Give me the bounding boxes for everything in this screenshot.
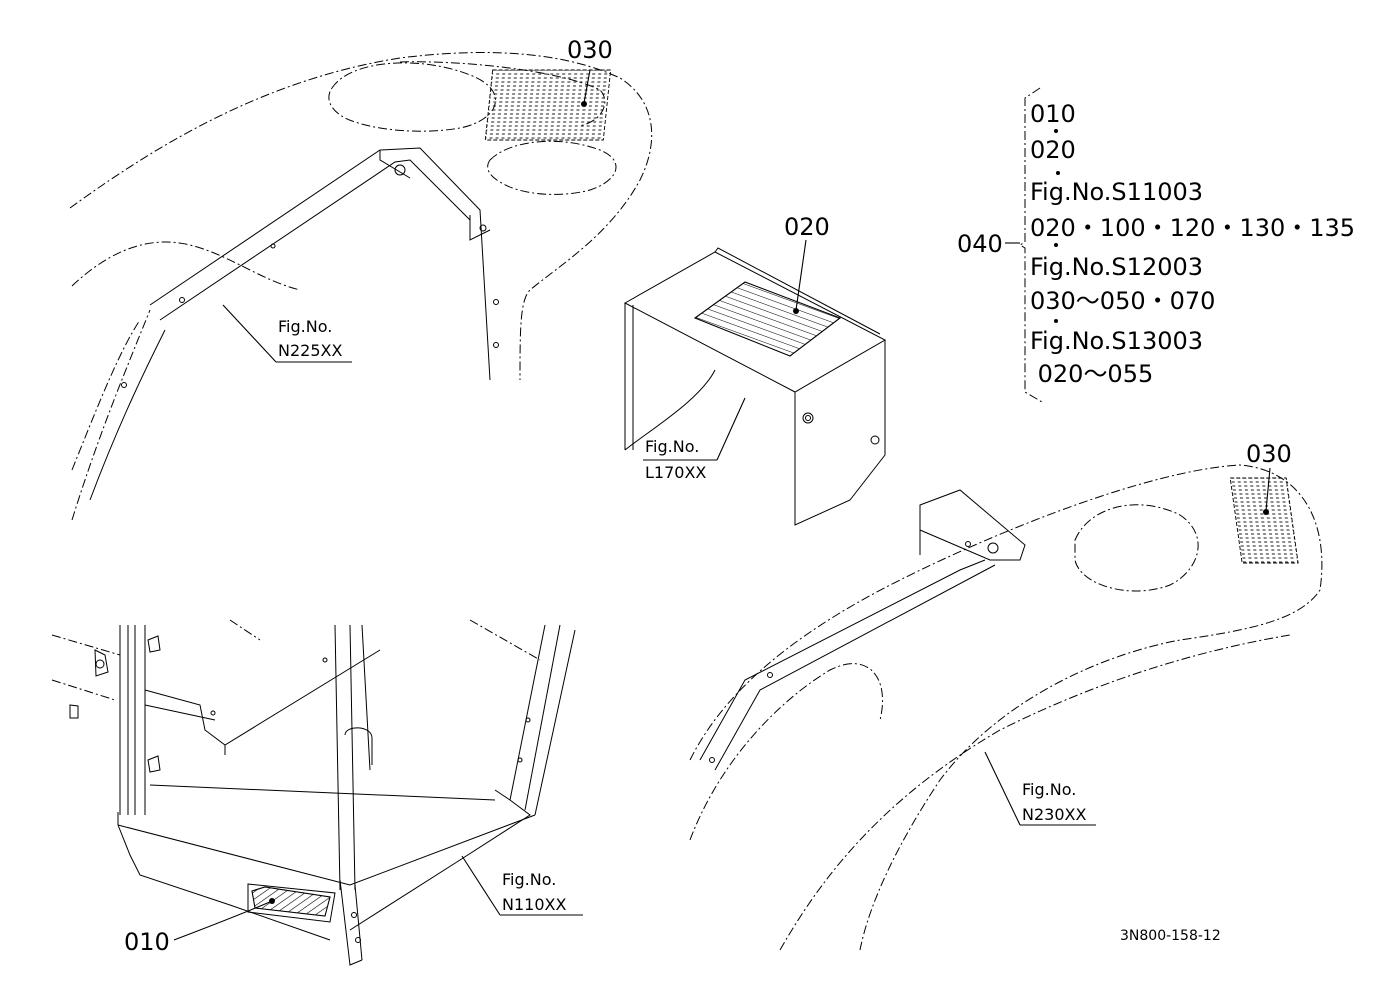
fig-ref-n225-line1: Fig.No. (278, 317, 332, 336)
kit-list-item: Fig.No.S11003 (1030, 178, 1203, 206)
callout-040: 040 (957, 230, 1003, 258)
fig-ref-n230-line1: Fig.No. (1022, 780, 1076, 799)
kit-list-item: 020・100・120・130・135 (1030, 214, 1355, 242)
drawing-code: 3N800-158-12 (1120, 928, 1221, 944)
fender-right-drawing (689, 464, 1323, 951)
kit-list-item: 020～055 (1030, 360, 1153, 388)
kit-bracket (1005, 87, 1060, 403)
fig-ref-l170-line2: L170XX (645, 463, 706, 482)
kit-list-item: Fig.No.S13003 (1030, 327, 1203, 355)
callout-020: 020 (784, 213, 830, 241)
kit-list-item: 020 (1030, 136, 1076, 164)
fig-ref-n230-line2: N230XX (1022, 805, 1086, 824)
fig-ref-n110-line1: Fig.No. (502, 870, 556, 889)
kit-list-item: Fig.No.S12003 (1030, 253, 1203, 281)
fig-ref-n225-line2: N225XX (278, 341, 342, 360)
cover-center-drawing (623, 239, 887, 526)
fender-left-drawing (69, 52, 653, 521)
fig-ref-n110-line2: N110XX (502, 895, 566, 914)
fig-ref-l170-line1: Fig.No. (645, 437, 699, 456)
callout-030-right: 030 (1246, 440, 1292, 468)
kit-list-item: 030～050・070 (1030, 287, 1215, 315)
callout-030-top: 030 (567, 36, 613, 64)
callout-010: 010 (124, 928, 170, 956)
frame-bottom-drawing (51, 619, 583, 966)
kit-list-item: 010 (1030, 100, 1076, 128)
